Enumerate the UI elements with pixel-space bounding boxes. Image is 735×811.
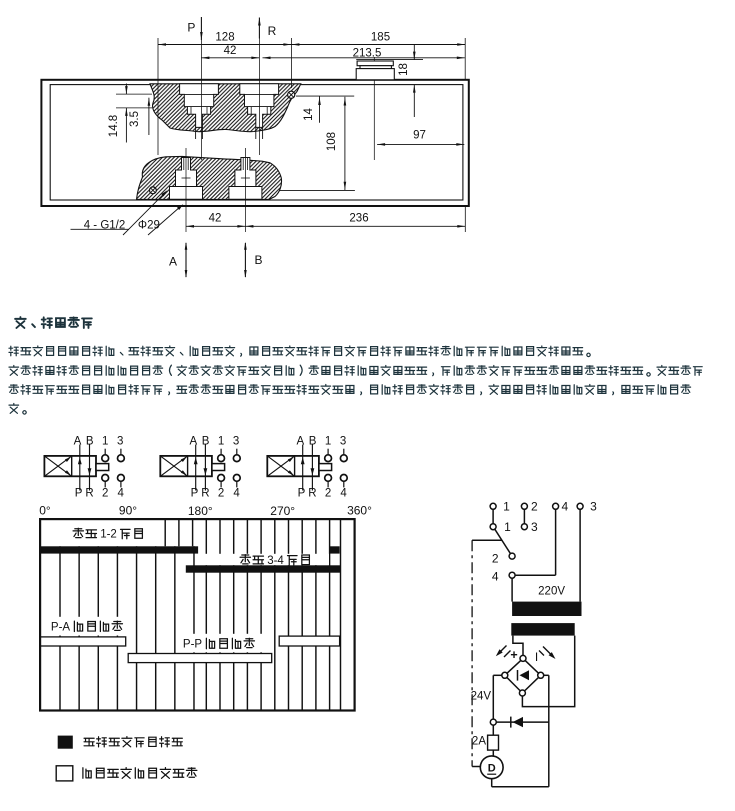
svg-text:1: 1 — [325, 435, 331, 447]
svg-text:4: 4 — [340, 488, 347, 500]
svg-text:3-4: 3-4 — [267, 555, 284, 567]
svg-text:185: 185 — [371, 32, 390, 44]
svg-text:A: A — [74, 435, 82, 447]
svg-text:P-P: P-P — [183, 639, 203, 651]
svg-text:1: 1 — [102, 435, 108, 447]
svg-text:4: 4 — [233, 488, 240, 500]
svg-text:220V: 220V — [538, 586, 565, 598]
svg-text:4: 4 — [117, 488, 124, 500]
svg-text:2: 2 — [531, 500, 538, 514]
svg-text:2: 2 — [492, 552, 499, 566]
svg-text:2: 2 — [102, 488, 108, 500]
svg-text:3.5: 3.5 — [129, 111, 141, 127]
svg-text:42: 42 — [209, 213, 222, 225]
svg-text:2A: 2A — [472, 736, 486, 748]
svg-text:180°: 180° — [188, 504, 213, 518]
svg-text:3: 3 — [117, 435, 123, 447]
svg-text:Φ29: Φ29 — [138, 219, 160, 231]
svg-text:3: 3 — [340, 435, 346, 447]
svg-text:213.5: 213.5 — [353, 48, 382, 60]
svg-text:+: + — [510, 648, 517, 662]
svg-text:P: P — [298, 488, 306, 500]
svg-text:108: 108 — [326, 132, 338, 151]
svg-text:3: 3 — [233, 435, 239, 447]
svg-text:14: 14 — [303, 108, 315, 121]
svg-text:18: 18 — [398, 63, 410, 76]
svg-text:P-A: P-A — [51, 621, 71, 633]
svg-text:97: 97 — [413, 130, 426, 142]
svg-text:D: D — [488, 763, 496, 775]
svg-text:A: A — [189, 435, 197, 447]
svg-text:1: 1 — [503, 500, 510, 514]
svg-text:24V: 24V — [471, 691, 492, 703]
svg-text:2: 2 — [218, 488, 224, 500]
svg-text:14.8: 14.8 — [108, 115, 120, 137]
svg-text:R: R — [308, 488, 316, 500]
svg-text:1: 1 — [504, 520, 511, 534]
svg-text:2: 2 — [325, 488, 331, 500]
svg-text:90°: 90° — [119, 504, 137, 518]
svg-text:128: 128 — [215, 32, 234, 44]
svg-text:B: B — [202, 435, 210, 447]
svg-text:R: R — [201, 488, 209, 500]
svg-text:P: P — [191, 488, 199, 500]
svg-text:1: 1 — [218, 435, 224, 447]
svg-text:1-2: 1-2 — [100, 529, 117, 541]
svg-text:4: 4 — [492, 570, 499, 584]
svg-text:42: 42 — [224, 45, 237, 57]
svg-text:270°: 270° — [270, 504, 295, 518]
svg-text:A: A — [296, 435, 304, 447]
svg-text:P: P — [75, 488, 83, 500]
svg-text:360°: 360° — [347, 504, 372, 518]
svg-text:0°: 0° — [39, 504, 51, 518]
svg-text:P: P — [187, 21, 195, 35]
svg-text:B: B — [309, 435, 317, 447]
svg-text:I: I — [535, 650, 538, 664]
svg-text:3: 3 — [590, 500, 597, 514]
svg-text:4: 4 — [561, 500, 568, 514]
svg-text:A: A — [169, 255, 177, 269]
svg-text:R: R — [268, 24, 277, 38]
svg-text:R: R — [85, 488, 93, 500]
svg-text:236: 236 — [349, 213, 368, 225]
svg-text:B: B — [254, 253, 262, 267]
svg-text:4 - G1/2: 4 - G1/2 — [84, 219, 126, 231]
svg-text:B: B — [86, 435, 94, 447]
svg-text:3: 3 — [531, 520, 538, 534]
